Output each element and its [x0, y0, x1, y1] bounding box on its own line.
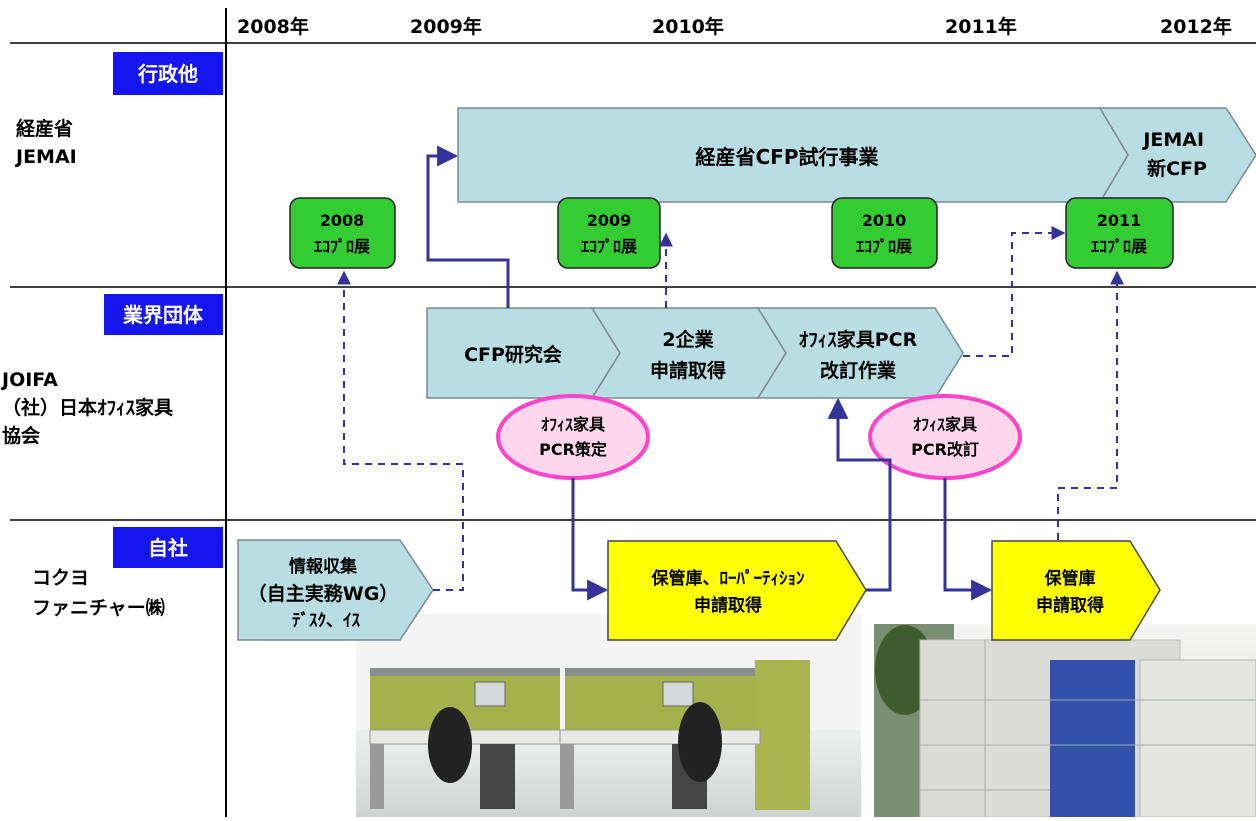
year-label: 2012年: [1160, 15, 1232, 38]
row-tag-industry: 業界団体: [104, 294, 223, 335]
dashed-storage-to-eco2011: [1057, 270, 1124, 540]
connector-research-to-cfp: [426, 145, 510, 308]
year-label: 2011年: [945, 15, 1017, 38]
company-step-info-gathering: 情報収集 （自主実務WG） ﾃﾞｽｸ、ｲｽ: [237, 539, 434, 641]
dashed-connectors: [337, 226, 1124, 591]
dashed-info-to-eco2008: [337, 270, 464, 591]
industry-step-cfp-research: CFP研究会: [426, 307, 621, 399]
svg-text:自社: 自社: [148, 536, 188, 560]
connector-partition-to-pcr-work: [827, 397, 892, 592]
solid-connectors: [426, 145, 993, 601]
jemai-new-cfp-arrow: JEMAI 新CFP: [1098, 107, 1256, 203]
svg-text:2企業申請取得: 2企業申請取得: [650, 328, 726, 382]
company-step-storage-partition: 保管庫、ﾛｰﾊﾟｰﾃｨｼｮﾝ申請取得: [607, 540, 867, 641]
svg-text:情報収集 （自主実務WG） ﾃﾞｽｸ: 情報収集 （自主実務WG） ﾃﾞｽｸ、ｲｽ: [248, 556, 404, 631]
org-label-kokuyo: コクヨ ファニチャー㈱: [32, 567, 165, 619]
svg-text:業界団体: 業界団体: [123, 303, 204, 327]
office-workstations-photo: [356, 614, 861, 817]
year-label: 2009年: [410, 15, 482, 38]
svg-text:CFP研究会: CFP研究会: [464, 343, 562, 366]
svg-text:行政他: 行政他: [137, 62, 198, 86]
cfp-project-arrow: 経産省CFP試行事業: [457, 107, 1129, 203]
row-tag-government: 行政他: [113, 52, 223, 95]
row-tag-company: 自社: [113, 527, 223, 568]
org-label-meti: 経産省 JEMAI: [14, 117, 80, 168]
svg-text:経産省CFP試行事業: 経産省CFP試行事業: [696, 145, 880, 169]
storage-cabinets-photo: [874, 624, 1256, 818]
industry-step-two-companies: 2企業申請取得: [590, 307, 787, 399]
svg-text:JEMAI 新CFP: JEMAI 新CFP: [1141, 129, 1210, 180]
svg-text:保管庫申請取得: 保管庫申請取得: [1036, 568, 1104, 616]
year-label: 2010年: [652, 15, 724, 38]
year-label: 2008年: [237, 15, 309, 38]
svg-text:保管庫、ﾛｰﾊﾟｰﾃｨｼｮﾝ申請取得: 保管庫、ﾛｰﾊﾟｰﾃｨｼｮﾝ申請取得: [651, 568, 805, 616]
connector-pcr-to-storage-partition: [571, 478, 609, 601]
connector-pcr-revised-to-storage: [943, 478, 993, 601]
org-label-joifa: JOIFA （社）日本ｵﾌｨｽ家具 協会: [0, 369, 180, 447]
dashed-pcr-work-to-eco2011: [963, 226, 1066, 357]
company-step-storage: 保管庫申請取得: [991, 540, 1161, 641]
